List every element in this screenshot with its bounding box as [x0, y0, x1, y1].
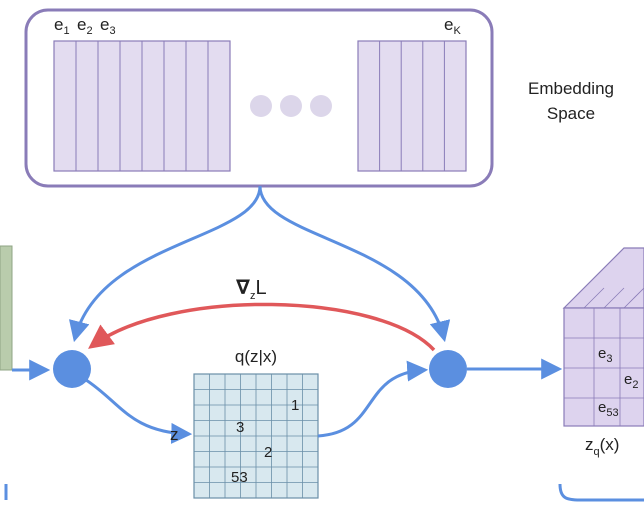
- embedding-label-e1: e1: [54, 15, 70, 37]
- grid-z-label: z: [170, 425, 179, 444]
- gradient-label: ∇zL: [236, 277, 267, 302]
- cube-caption: zq(x): [585, 435, 619, 458]
- embedding-space-title-line1: Embedding: [528, 79, 614, 98]
- grid-value-2: 2: [264, 444, 272, 461]
- right-node: [429, 350, 467, 388]
- grid-value-1: 1: [291, 397, 299, 414]
- arrow-embedding-to-right-node: [258, 185, 451, 343]
- embedding-block-right: [357, 40, 467, 172]
- quantized-cube: [562, 247, 644, 427]
- ellipsis-dots: [250, 95, 332, 117]
- grid-title: q(z|x): [235, 347, 277, 366]
- grid-value-3: 3: [236, 419, 244, 436]
- arrow-embedding-to-left-node: [69, 185, 262, 343]
- arrow-grid-to-right-node: [317, 360, 429, 438]
- encoder-output-block: [0, 245, 13, 371]
- embedding-label-e3: e3: [100, 15, 116, 37]
- embedding-label-ek: eK: [444, 15, 461, 37]
- left-node: [53, 350, 91, 388]
- arrow-left-node-to-grid: [85, 378, 193, 444]
- embedding-block-left: [53, 40, 231, 172]
- embedding-space-title-line2: Space: [547, 104, 595, 123]
- embedding-label-e2: e2: [77, 15, 93, 37]
- qzx-grid: [193, 373, 319, 499]
- bottom-right-bracket: [558, 483, 644, 502]
- cube-label-e3: e3: [598, 345, 612, 365]
- gradient-arrow: [88, 302, 436, 352]
- cube-label-e53: e53: [598, 399, 619, 419]
- cube-label-e2: e2: [624, 371, 638, 391]
- grid-value-53: 53: [231, 469, 248, 486]
